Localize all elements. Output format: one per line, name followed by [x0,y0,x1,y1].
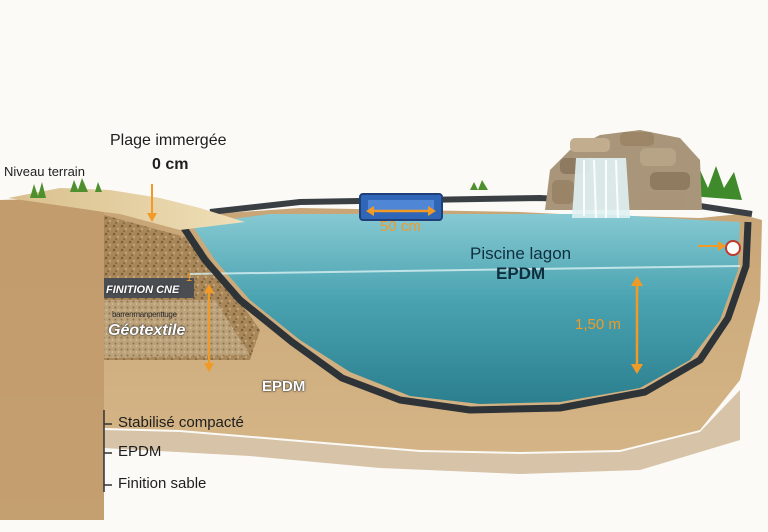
plage-immergee-label: Plage immergée [110,132,227,150]
legend-item-sable: Finition sable [118,475,206,492]
soil-left-wall [0,198,104,520]
depth-label: 1,50 m [575,316,621,333]
skimmer-width-label: 50 cm [380,218,421,235]
skimmer [360,194,442,220]
niveau-terrain-label: Niveau terrain [4,164,85,179]
zero-cm-label: 0 cm [152,156,188,174]
piscine-lagon-label: Piscine lagon EPDM [470,244,571,284]
rock-waterfall [545,130,702,218]
small-layer-text: barrenmanpenttuge [112,310,177,319]
finition-cne-label: FINITION CNE [106,284,179,296]
geotextile-label: Géotextile [108,322,185,340]
epdm-layer-label: EPDM [262,378,305,395]
piscine-material: EPDM [470,264,571,284]
marker-one-label: 1 [186,272,192,284]
legend-item-epdm: EPDM [118,443,161,460]
piscine-title: Piscine lagon [470,244,571,264]
legend-item-stabilise: Stabilisé compacté [118,414,244,431]
